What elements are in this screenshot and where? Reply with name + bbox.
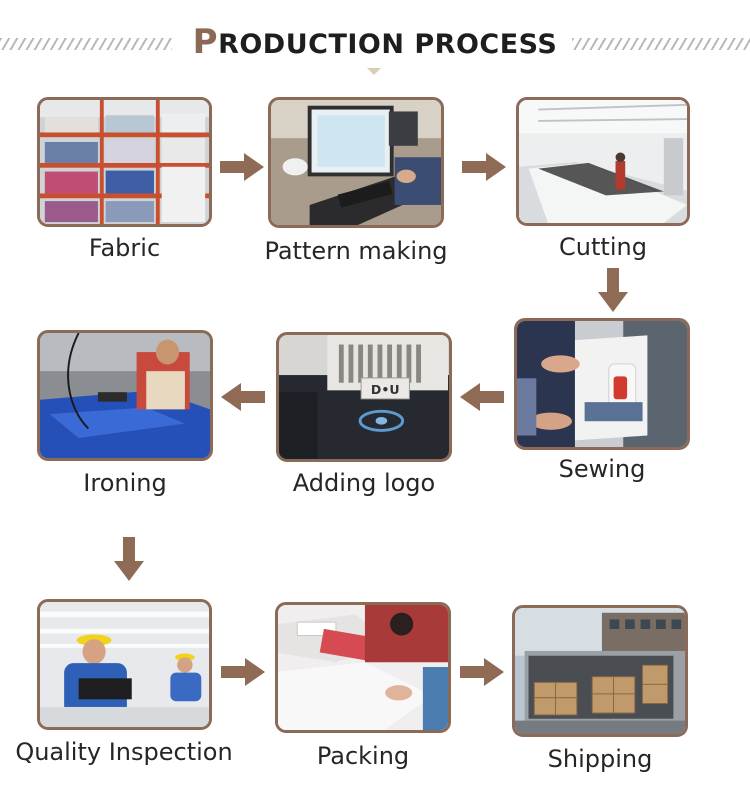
step-label-sewing: Sewing (514, 455, 690, 483)
title-caret-icon (367, 68, 381, 75)
step-label-shipping: Shipping (512, 745, 688, 773)
arrow-right-icon (460, 658, 504, 686)
cutting-table-photo (516, 97, 690, 226)
arrow-right-icon (221, 658, 265, 686)
arrow-right-icon (220, 153, 264, 181)
arrow-left-icon (460, 383, 504, 411)
arrow-right-icon (462, 153, 506, 181)
title-initial: P (193, 22, 218, 62)
title-text: RODUCTION PROCESS (218, 29, 557, 60)
step-label-quality-inspection: Quality Inspection (4, 738, 244, 766)
quality-inspection-photo (37, 599, 212, 730)
fabric-rolls-photo (37, 97, 212, 227)
pattern-making-photo (268, 97, 444, 228)
step-label-pattern-making: Pattern making (248, 237, 464, 265)
arrow-down-icon (598, 268, 628, 312)
shipping-truck-photo (512, 605, 688, 737)
step-label-cutting: Cutting (516, 233, 690, 261)
svg-text:D•U: D•U (371, 382, 400, 397)
step-label-adding-logo: Adding logo (256, 469, 472, 497)
arrow-left-icon (221, 383, 265, 411)
sewing-machine-photo (514, 318, 690, 450)
embroidery-machine-photo: D•U (276, 332, 452, 462)
step-label-packing: Packing (275, 742, 451, 770)
arrow-down-icon (114, 537, 144, 581)
page-title: PRODUCTION PROCESS (0, 22, 750, 62)
packing-photo (275, 602, 451, 733)
step-label-ironing: Ironing (37, 469, 213, 497)
step-label-fabric: Fabric (37, 234, 212, 262)
ironing-photo (37, 330, 213, 461)
